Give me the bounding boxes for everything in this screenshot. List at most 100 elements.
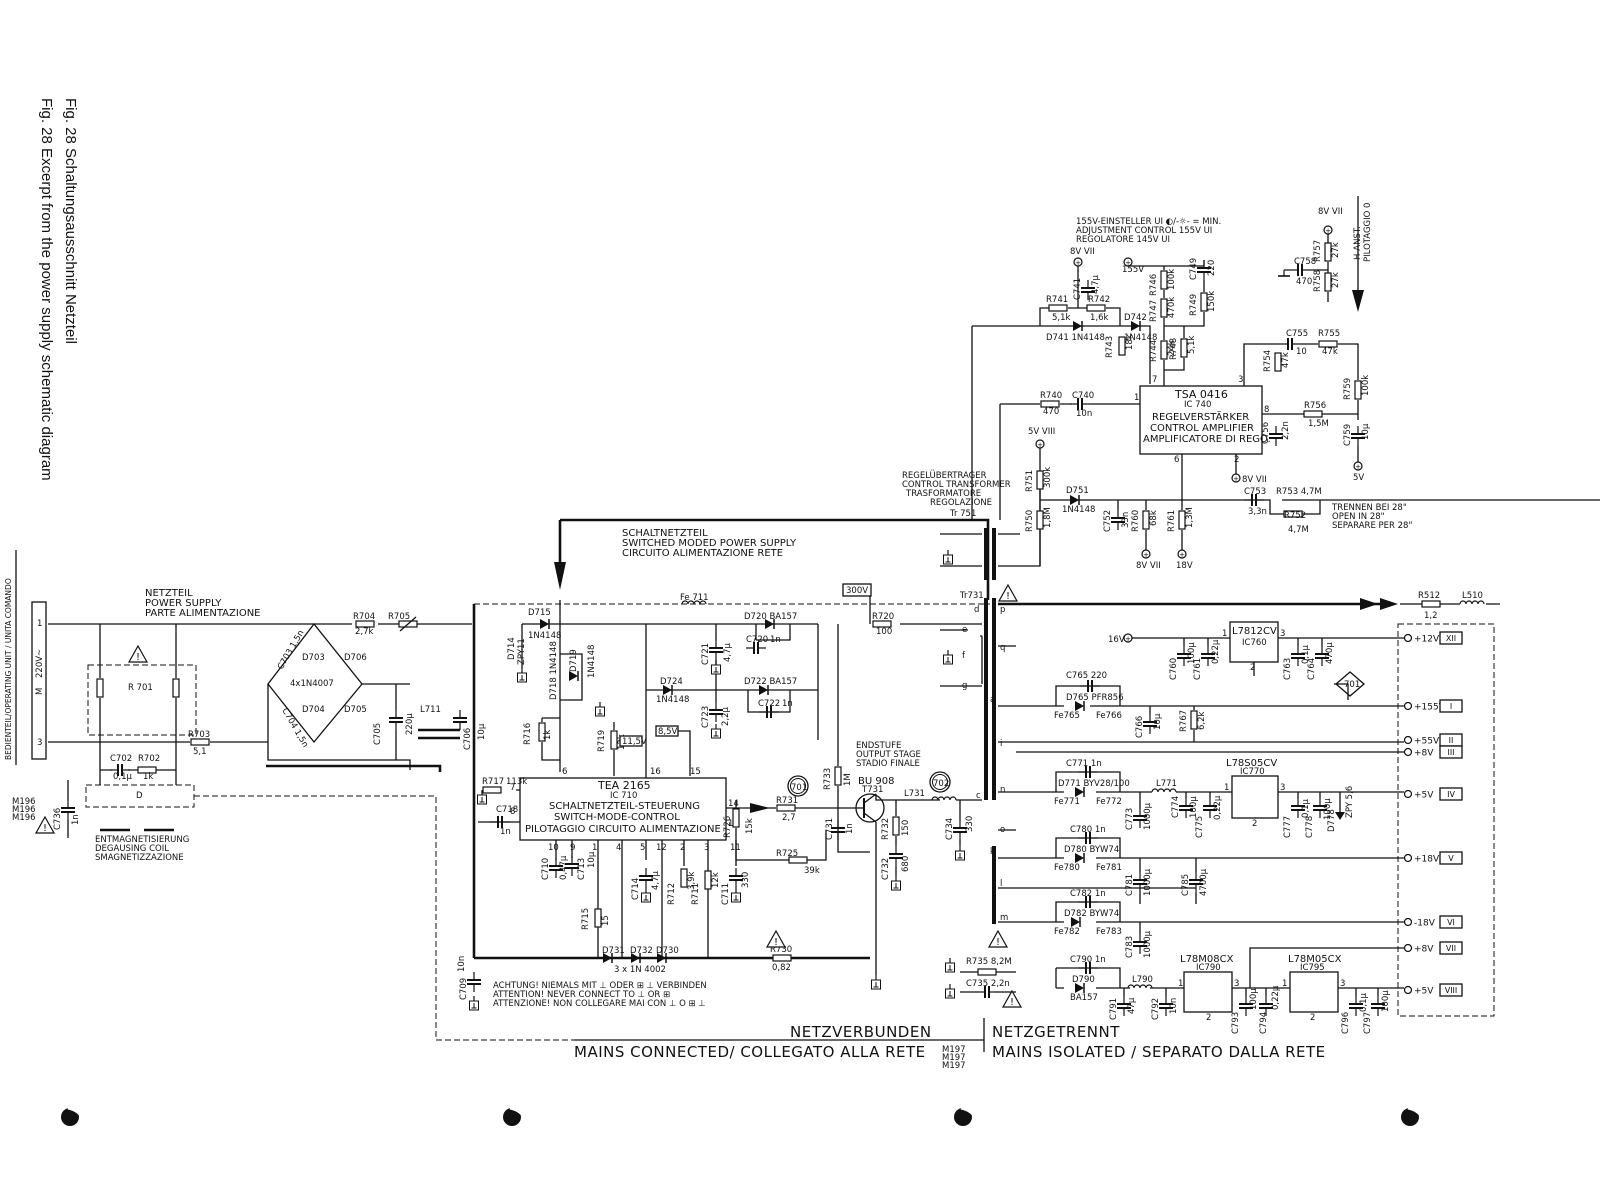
- svg-text:R512: R512: [1418, 591, 1440, 601]
- svg-text:D742: D742: [1124, 313, 1147, 323]
- svg-text:1k: 1k: [543, 730, 553, 740]
- svg-text:BA157: BA157: [1070, 993, 1098, 1003]
- svg-text:C777: C777: [1283, 816, 1293, 838]
- endstufe-caption: ENDSTUFE OUTPUT STAGE STADIO FINALE: [856, 741, 921, 769]
- svg-text:OPEN IN 28": OPEN IN 28": [1332, 512, 1385, 522]
- svg-text:R719: R719: [597, 730, 607, 752]
- mains-connected-label: MAINS CONNECTED/ COLLEGATO ALLA RETE: [574, 1043, 926, 1061]
- svg-text:10: 10: [1296, 347, 1307, 357]
- transformer-tr731: Tr731: [959, 591, 996, 924]
- svg-text:SCHALTNETZTEIL-STEUERUNG: SCHALTNETZTEIL-STEUERUNG: [549, 801, 700, 812]
- svg-text:C706: C706: [463, 728, 473, 750]
- ic770-label: L78S05CV: [1226, 758, 1277, 769]
- cut-mark-4: [1401, 1106, 1424, 1126]
- svg-text:PILOTAGGIO CIRCUITO ALIMENTAZI: PILOTAGGIO CIRCUITO ALIMENTAZIONE: [525, 824, 721, 835]
- svg-text:2,7: 2,7: [782, 813, 796, 823]
- svg-text:D790: D790: [1072, 975, 1095, 985]
- svg-text:i: i: [1000, 739, 1002, 749]
- svg-text:POWER SUPPLY: POWER SUPPLY: [145, 598, 222, 609]
- svg-text:100µ: 100µ: [1187, 642, 1197, 664]
- svg-text:D720 BA157: D720 BA157: [744, 612, 797, 622]
- svg-text:15k: 15k: [745, 818, 755, 834]
- svg-text:0,47µ: 0,47µ: [559, 855, 569, 880]
- svg-text:CONTROL AMPLIFIER: CONTROL AMPLIFIER: [1150, 423, 1254, 434]
- svg-text:C720: C720: [746, 635, 768, 645]
- svg-text:1,2: 1,2: [1424, 611, 1438, 621]
- adjust-caption: 155V-EINSTELLER UI ◐/-☼- = MIN. ADJUSTME…: [1076, 217, 1221, 245]
- svg-text:470: 470: [1296, 277, 1312, 287]
- svg-text:2: 2: [1234, 455, 1239, 465]
- svg-text:DEGAUSING COIL: DEGAUSING COIL: [95, 844, 169, 854]
- svg-text:Fe772: Fe772: [1096, 797, 1122, 807]
- svg-text:6: 6: [1174, 455, 1179, 465]
- svg-text:5,1k: 5,1k: [1052, 313, 1071, 323]
- svg-text:C791: C791: [1109, 998, 1119, 1020]
- svg-text:R744: R744: [1149, 340, 1159, 362]
- svg-text:PARTE ALIMENTAZIONE: PARTE ALIMENTAZIONE: [145, 608, 261, 619]
- svg-text:M197: M197: [942, 1061, 966, 1071]
- svg-text:1M: 1M: [843, 773, 853, 786]
- svg-text:R750: R750: [1025, 510, 1035, 532]
- svg-text:SCHALTNETZTEIL: SCHALTNETZTEIL: [622, 528, 708, 539]
- svg-text:1n: 1n: [500, 827, 511, 837]
- ic795-label: L78M05CX: [1288, 954, 1342, 965]
- terminal-dot: [1403, 633, 1413, 643]
- svg-text:d: d: [974, 605, 979, 615]
- svg-text:1000µ: 1000µ: [1143, 868, 1153, 896]
- svg-text:0,82: 0,82: [772, 963, 791, 973]
- svg-text:C781: C781: [1125, 874, 1135, 896]
- terminal-box: [1439, 745, 1463, 759]
- svg-text:47k: 47k: [1281, 352, 1291, 368]
- svg-text:470k: 470k: [1167, 297, 1177, 318]
- svg-text:220µ: 220µ: [405, 713, 415, 735]
- svg-text:IC 710: IC 710: [610, 791, 637, 801]
- svg-text:8: 8: [510, 807, 515, 817]
- svg-text:C780 1n: C780 1n: [1070, 825, 1106, 835]
- svg-text:D780 BYW74: D780 BYW74: [1064, 845, 1119, 855]
- svg-text:Fe783: Fe783: [1096, 927, 1122, 937]
- svg-text:C735 2,2n: C735 2,2n: [966, 979, 1010, 989]
- svg-text:C731: C731: [825, 818, 835, 840]
- svg-text:C778: C778: [1305, 816, 1315, 838]
- svg-text:10µ: 10µ: [1361, 423, 1371, 440]
- svg-text:C710: C710: [541, 858, 551, 880]
- svg-text:1: 1: [1134, 393, 1139, 403]
- terminal-box: [1439, 631, 1463, 645]
- svg-text:R756: R756: [1304, 401, 1326, 411]
- svg-text:TEA 2165: TEA 2165: [597, 779, 651, 792]
- ic760-label: L7812CV: [1232, 626, 1277, 637]
- svg-text:8: 8: [1264, 405, 1269, 415]
- svg-text:ENDSTUFE: ENDSTUFE: [856, 741, 901, 751]
- svg-text:68k: 68k: [1149, 510, 1159, 526]
- svg-text:C711: C711: [721, 883, 731, 905]
- svg-text:10: 10: [548, 843, 559, 853]
- svg-text:n: n: [1000, 785, 1005, 795]
- svg-text:CONTROL TRANSFORMER: CONTROL TRANSFORMER: [902, 480, 1011, 490]
- svg-text:R733: R733: [823, 768, 833, 790]
- svg-text:C734: C734: [945, 818, 955, 840]
- svg-text:47µ: 47µ: [1127, 997, 1137, 1014]
- svg-text:D732: D732: [630, 946, 653, 956]
- svg-text:R757: R757: [1313, 240, 1323, 262]
- svg-text:R767: R767: [1179, 710, 1189, 732]
- svg-text:6: 6: [562, 767, 567, 777]
- svg-text:C758: C758: [1294, 257, 1316, 267]
- svg-text:5V: 5V: [1353, 473, 1364, 483]
- terminal-box: [1439, 699, 1463, 713]
- svg-text:REGOLAZIONE: REGOLAZIONE: [930, 498, 992, 508]
- svg-text:10µ: 10µ: [1153, 713, 1163, 730]
- svg-text:R746: R746: [1149, 274, 1159, 296]
- svg-text:D703: D703: [302, 653, 325, 663]
- svg-text:Fe781: Fe781: [1096, 863, 1122, 873]
- svg-text:D704: D704: [302, 705, 325, 715]
- svg-text:1: 1: [1178, 979, 1183, 989]
- svg-text:SWITCHED MODED POWER SUPPLY: SWITCHED MODED POWER SUPPLY: [622, 538, 797, 549]
- svg-text:e: e: [962, 625, 967, 635]
- svg-text:1N4148: 1N4148: [587, 645, 597, 678]
- 8v5-marker: 8,5V: [658, 727, 678, 737]
- trennen-note: TRENNEN BEI 28" OPEN IN 28" SEPARARE PER…: [1331, 503, 1412, 531]
- terminal-number: VI: [1447, 918, 1455, 927]
- svg-text:1,5M: 1,5M: [1308, 419, 1329, 429]
- svg-text:14: 14: [728, 799, 739, 809]
